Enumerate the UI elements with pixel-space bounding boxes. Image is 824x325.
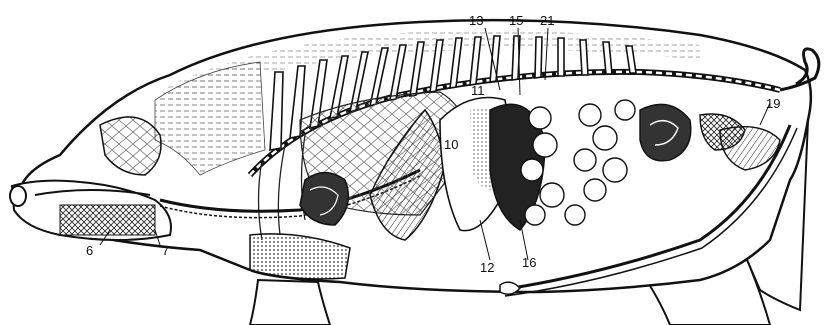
label-13: 13 [469,14,483,27]
label-11: 11 [471,84,485,97]
label-19: 19 [766,97,780,110]
label-15: 15 [509,14,523,27]
label-7: 7 [162,244,169,257]
label-12: 12 [480,261,494,274]
label-10: 10 [444,138,458,151]
label-21: 21 [540,14,554,27]
label-16: 16 [522,256,536,269]
label-6: 6 [86,244,93,257]
